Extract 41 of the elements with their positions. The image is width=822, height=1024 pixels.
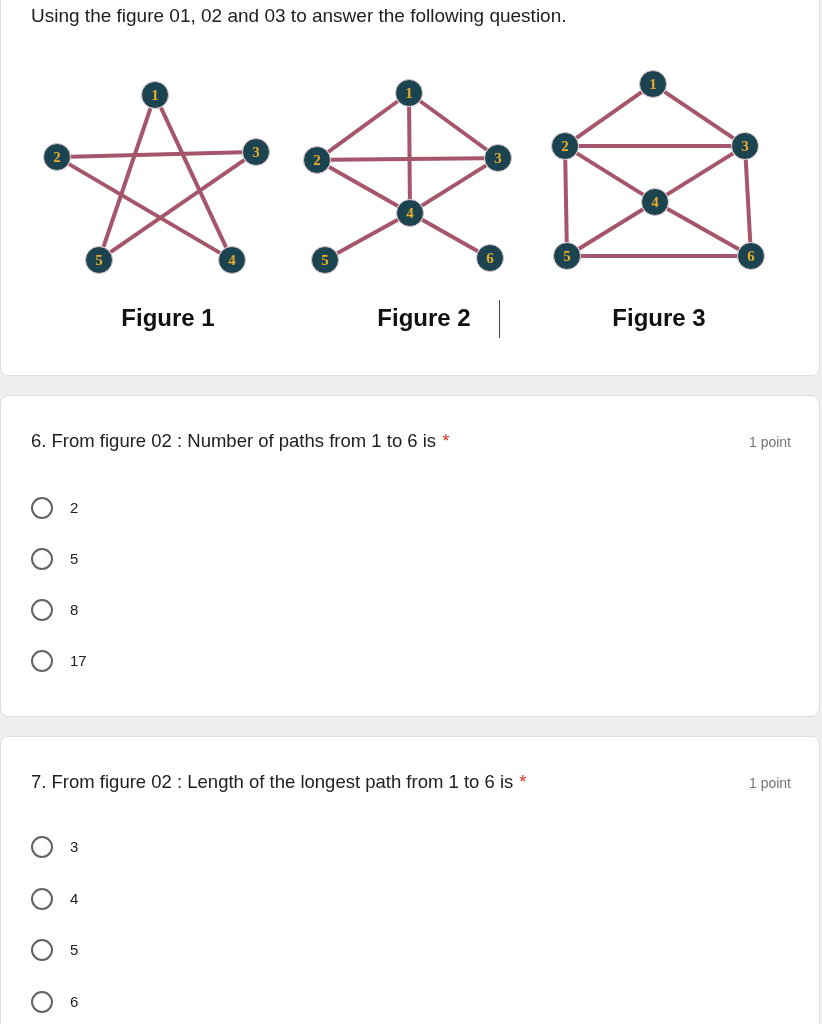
graph-edge: [420, 163, 488, 208]
option-label: 8: [70, 600, 79, 620]
points-text: 1 point: [748, 774, 791, 793]
graph-edge: [577, 207, 645, 251]
graph-edge: [330, 156, 485, 162]
figure-caption: Figure 3: [612, 303, 706, 333]
graph-edge: [579, 144, 731, 148]
option-label: 17: [70, 651, 87, 671]
option-label: 3: [70, 837, 79, 857]
graph-edge: [407, 107, 412, 199]
graph-edge: [421, 218, 479, 253]
graph-edge: [336, 218, 399, 255]
graph-edge: [109, 158, 246, 254]
graph-edge: [666, 207, 740, 251]
figure-caption: Figure 2: [377, 303, 471, 333]
graph-edge: [563, 159, 569, 243]
graph-edge: [68, 162, 221, 255]
graph-edge: [663, 90, 735, 140]
required-asterisk: *: [519, 770, 527, 794]
graph-edge: [575, 90, 643, 140]
graph-edge: [159, 106, 228, 249]
graph-edge: [101, 107, 153, 248]
instruction-text: Using the figure 01, 02 and 03 to answer the following question.: [31, 4, 567, 28]
points-text: 1 point: [748, 433, 791, 452]
question-text: 6. From figure 02 : Number of paths from 1 to 6 is: [31, 429, 437, 453]
option-label: 5: [70, 940, 79, 960]
graph-edge: [419, 99, 488, 152]
option-label: 5: [70, 549, 79, 569]
option-label: 6: [70, 992, 79, 1012]
required-asterisk: *: [442, 429, 450, 453]
graph-edge: [665, 151, 735, 197]
graph-edge: [575, 151, 645, 197]
graph-edge: [581, 254, 737, 258]
figure-caption: Figure 1: [121, 303, 215, 333]
graph-edge: [328, 165, 399, 208]
question-text: 7. From figure 02 : Length of the longest path from 1 to 6 is: [31, 770, 514, 794]
option-label: 2: [70, 498, 79, 518]
option-label: 4: [70, 889, 79, 909]
graph-edge: [327, 99, 399, 154]
graph-edge: [743, 159, 753, 243]
graph-edge: [70, 150, 243, 159]
